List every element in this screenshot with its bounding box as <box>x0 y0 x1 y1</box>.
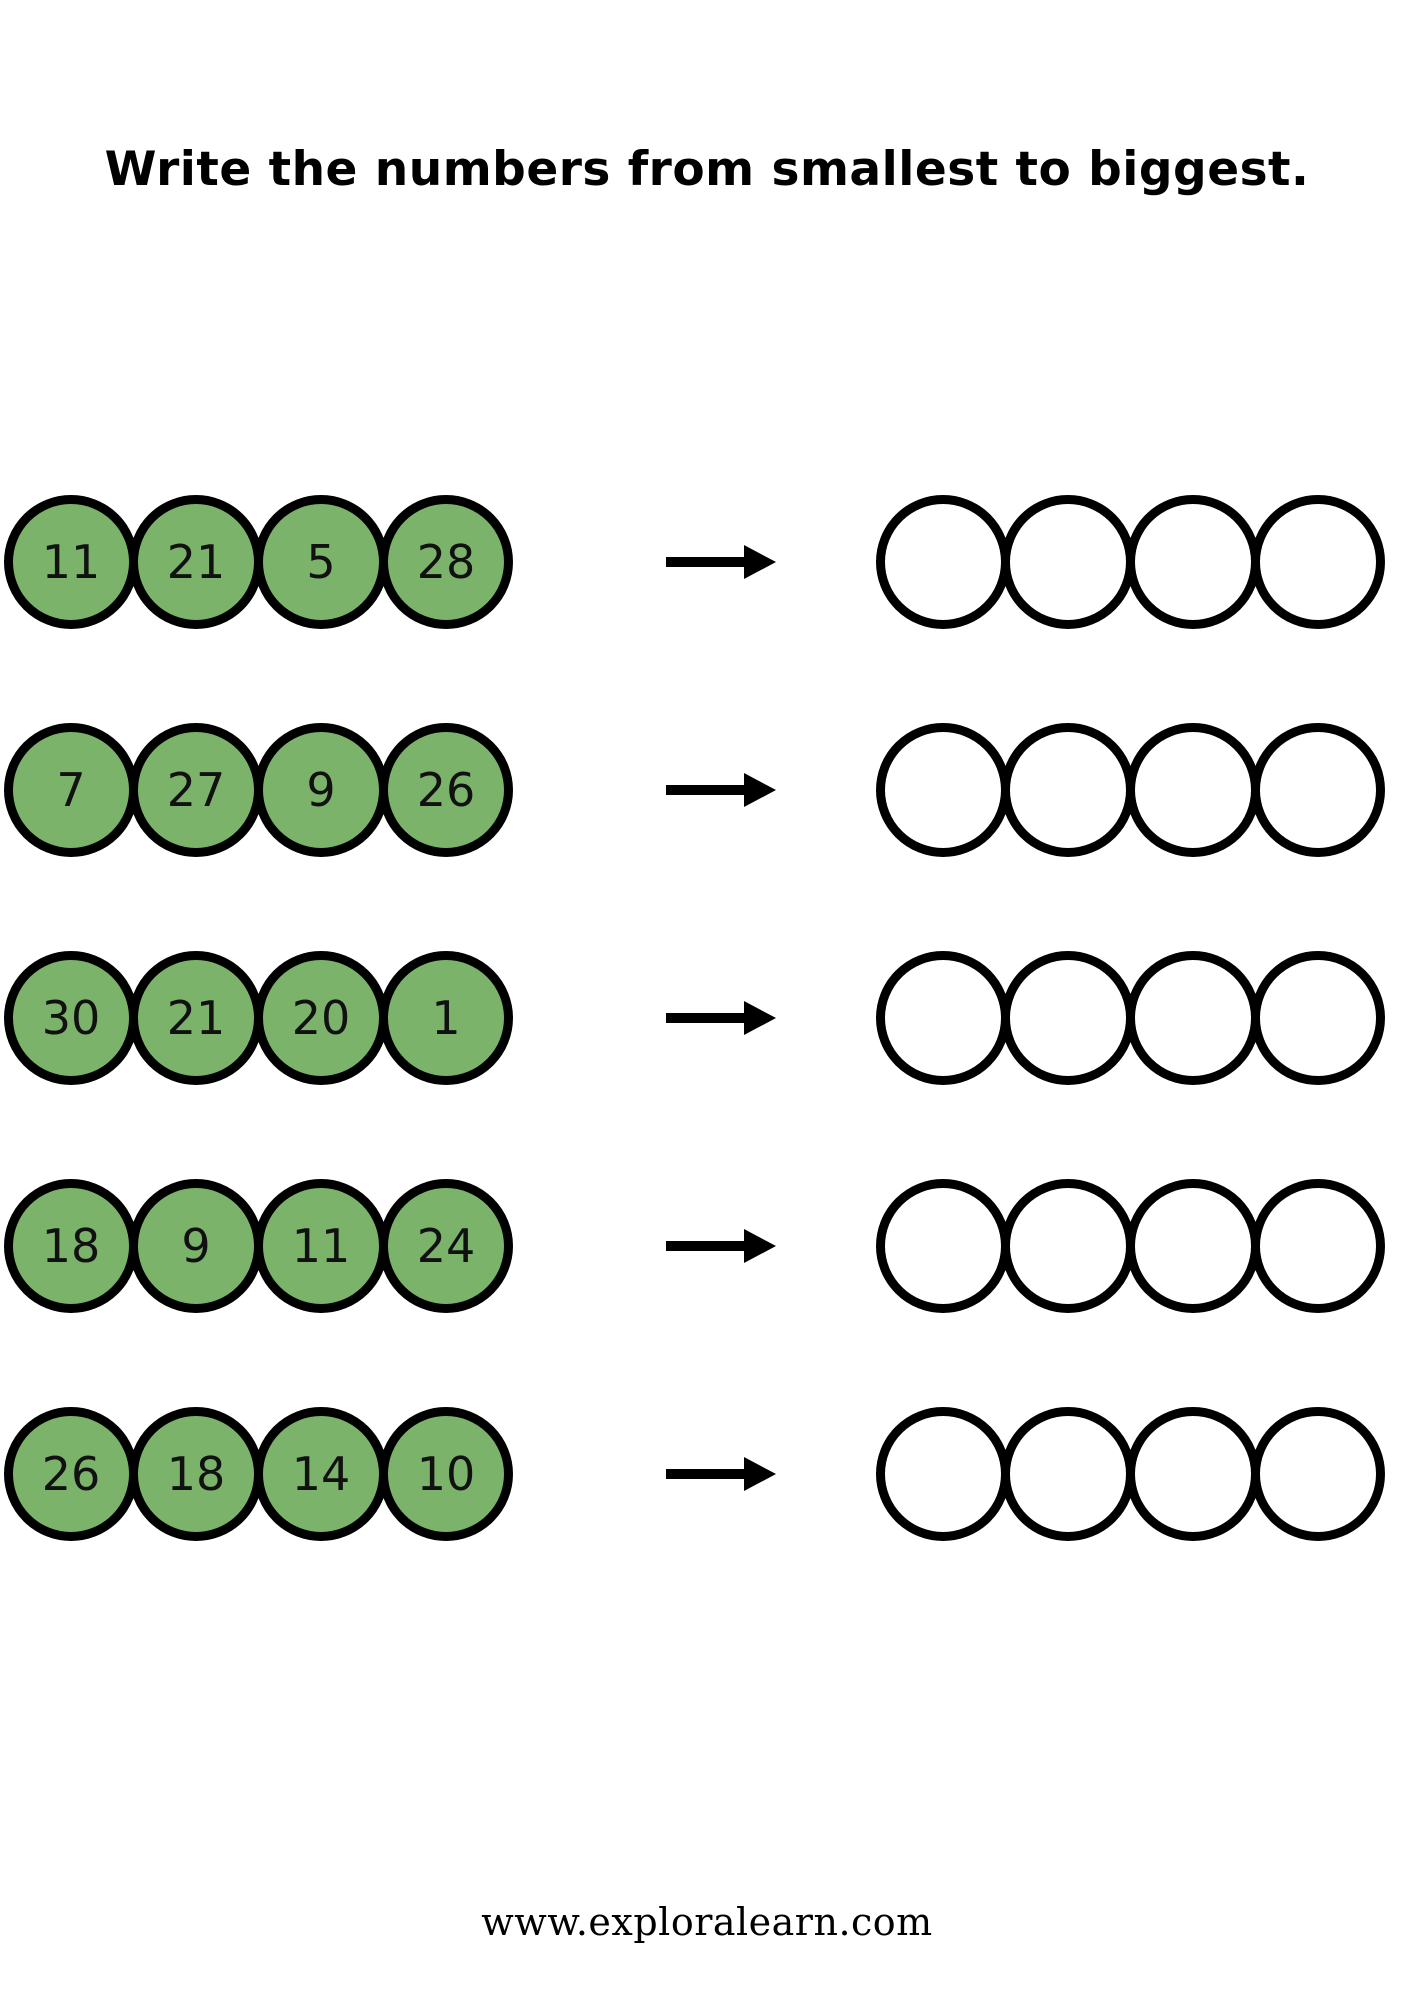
number-bubble: 9 <box>254 723 388 857</box>
arrow-right-icon <box>666 1457 776 1491</box>
answer-bubble[interactable] <box>1126 495 1260 629</box>
given-numbers-group: 26 18 14 10 <box>4 1407 513 1541</box>
number-bubble: 11 <box>4 495 138 629</box>
answer-bubbles-group <box>876 723 1385 857</box>
answer-bubble[interactable] <box>1001 951 1135 1085</box>
exercise-row: 11 21 5 28 <box>0 495 1414 723</box>
answer-bubble[interactable] <box>876 495 1010 629</box>
answer-bubble[interactable] <box>876 723 1010 857</box>
answer-bubble[interactable] <box>1251 951 1385 1085</box>
answer-bubble[interactable] <box>1251 723 1385 857</box>
number-bubble: 7 <box>4 723 138 857</box>
number-bubble: 28 <box>379 495 513 629</box>
exercise-rows: 11 21 5 28 7 27 9 26 <box>0 495 1414 1635</box>
arrow-right-icon <box>666 1229 776 1263</box>
answer-bubbles-group <box>876 495 1385 629</box>
answer-bubbles-group <box>876 1407 1385 1541</box>
number-bubble: 26 <box>379 723 513 857</box>
answer-bubble[interactable] <box>1251 1179 1385 1313</box>
number-bubble: 26 <box>4 1407 138 1541</box>
number-bubble: 24 <box>379 1179 513 1313</box>
exercise-row: 7 27 9 26 <box>0 723 1414 951</box>
arrow-right-icon <box>666 545 776 579</box>
answer-bubble[interactable] <box>1251 495 1385 629</box>
number-bubble: 14 <box>254 1407 388 1541</box>
number-bubble: 1 <box>379 951 513 1085</box>
answer-bubble[interactable] <box>1251 1407 1385 1541</box>
number-bubble: 9 <box>129 1179 263 1313</box>
exercise-row: 26 18 14 10 <box>0 1407 1414 1635</box>
answer-bubble[interactable] <box>1001 1179 1135 1313</box>
number-bubble: 18 <box>4 1179 138 1313</box>
page-title: Write the numbers from smallest to bigge… <box>104 142 1310 197</box>
answer-bubbles-group <box>876 1179 1385 1313</box>
answer-bubble[interactable] <box>1126 1407 1260 1541</box>
arrow-right-icon <box>666 1001 776 1035</box>
number-bubble: 11 <box>254 1179 388 1313</box>
given-numbers-group: 18 9 11 24 <box>4 1179 513 1313</box>
number-bubble: 21 <box>129 951 263 1085</box>
answer-bubble[interactable] <box>1001 495 1135 629</box>
number-bubble: 18 <box>129 1407 263 1541</box>
answer-bubble[interactable] <box>1001 723 1135 857</box>
number-bubble: 21 <box>129 495 263 629</box>
given-numbers-group: 30 21 20 1 <box>4 951 513 1085</box>
answer-bubble[interactable] <box>1126 723 1260 857</box>
arrow-right-icon <box>666 773 776 807</box>
answer-bubble[interactable] <box>876 951 1010 1085</box>
footer-website-url: www.exploralearn.com <box>481 1900 933 1944</box>
exercise-row: 30 21 20 1 <box>0 951 1414 1179</box>
number-bubble: 20 <box>254 951 388 1085</box>
number-bubble: 10 <box>379 1407 513 1541</box>
answer-bubble[interactable] <box>1126 951 1260 1085</box>
number-bubble: 5 <box>254 495 388 629</box>
answer-bubble[interactable] <box>876 1407 1010 1541</box>
answer-bubble[interactable] <box>876 1179 1010 1313</box>
number-bubble: 27 <box>129 723 263 857</box>
answer-bubbles-group <box>876 951 1385 1085</box>
given-numbers-group: 11 21 5 28 <box>4 495 513 629</box>
answer-bubble[interactable] <box>1126 1179 1260 1313</box>
answer-bubble[interactable] <box>1001 1407 1135 1541</box>
exercise-row: 18 9 11 24 <box>0 1179 1414 1407</box>
number-bubble: 30 <box>4 951 138 1085</box>
given-numbers-group: 7 27 9 26 <box>4 723 513 857</box>
